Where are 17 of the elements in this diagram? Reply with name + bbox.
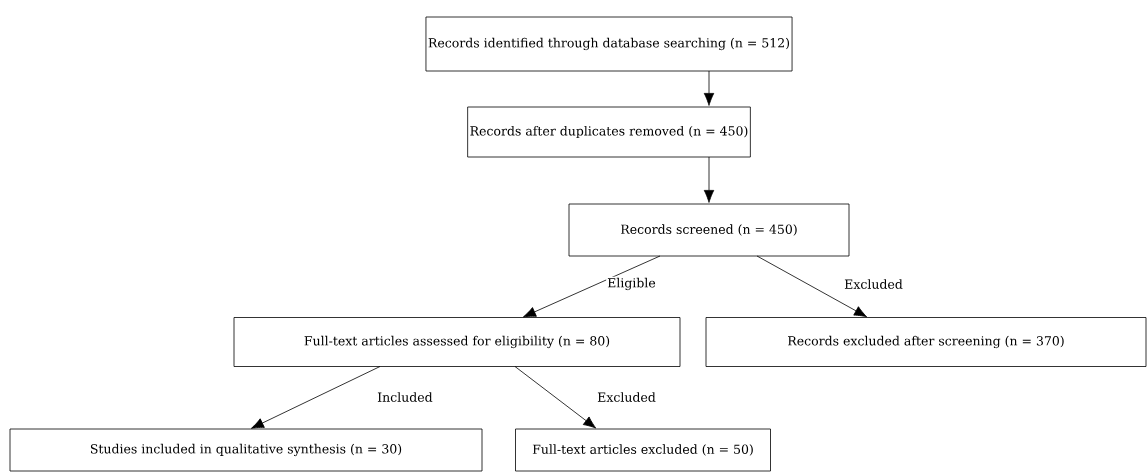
process-box: Records identified through database searching (n = 512): [425, 16, 793, 72]
arrow: [514, 366, 597, 429]
edge-label: Included: [376, 391, 434, 403]
arrow: [523, 255, 661, 318]
process-box: Studies included in qualitative synthesis (n = 30): [9, 428, 483, 472]
edge-label: Excluded: [596, 391, 657, 403]
edge-label: Eligible: [606, 276, 657, 292]
process-box: Records screened (n = 450): [568, 203, 850, 257]
process-box: Full-text articles assessed for eligibility (n = 80): [233, 317, 681, 367]
process-box: Records excluded after screening (n = 370): [705, 317, 1147, 367]
arrow: [703, 70, 715, 106]
process-box: Records after duplicates removed (n = 450): [467, 106, 751, 158]
edge-label: Excluded: [843, 278, 904, 290]
arrow: [251, 366, 381, 429]
arrow: [756, 255, 868, 318]
process-box: Full-text articles excluded (n = 50): [515, 428, 771, 472]
arrow: [703, 156, 715, 203]
